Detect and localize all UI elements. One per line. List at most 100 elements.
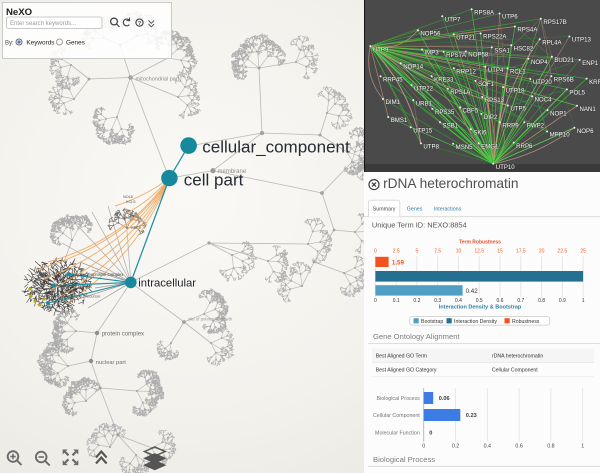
svg-text:ENP1: ENP1 [582,60,599,67]
svg-text:1: 1 [582,298,585,304]
svg-text:RPCA: RPCA [33,281,44,285]
svg-text:RPS8A: RPS8A [474,10,495,17]
svg-text:RRP45: RRP45 [383,77,403,84]
svg-text:BMS1: BMS1 [391,117,408,124]
svg-text:MSN5: MSN5 [456,144,474,151]
svg-text:nuclear part: nuclear part [96,360,126,366]
svg-text:0.8: 0.8 [547,443,554,449]
svg-text:site of polarized growth: site of polarized growth [188,317,233,322]
svg-text:0.4: 0.4 [484,443,491,449]
svg-text:membrane: membrane [218,169,247,175]
svg-text:UTP18: UTP18 [506,87,526,94]
svg-text:0.6: 0.6 [497,298,504,304]
svg-text:UTP4: UTP4 [488,67,504,74]
svg-text:RPS4A: RPS4A [517,27,538,34]
svg-text:Biological Process: Biological Process [373,455,435,464]
svg-text:15: 15 [497,249,503,255]
svg-text:NeXO: NeXO [6,7,33,18]
svg-text:0.9: 0.9 [559,298,566,304]
svg-text:Interaction Density: Interaction Density [454,319,497,325]
svg-text:SSB1: SSB1 [443,123,459,130]
svg-text:DIP2: DIP2 [484,114,498,121]
svg-text:intracellular: intracellular [138,277,196,289]
svg-text:0: 0 [422,443,425,449]
svg-text:RCL1: RCL1 [510,69,526,76]
svg-text:RPS7A: RPS7A [446,52,467,59]
svg-text:22.5: 22.5 [557,249,567,255]
svg-text:Biological Process: Biological Process [377,396,421,402]
svg-text:0.8: 0.8 [538,298,545,304]
svg-text:NOP6: NOP6 [577,128,594,135]
svg-text:0.42: 0.42 [466,288,479,295]
svg-text:POL5: POL5 [569,90,585,97]
svg-text:KCL5: KCL5 [126,200,136,204]
svg-text:NOP1: NOP1 [550,110,567,117]
svg-text:Keywords: Keywords [26,39,54,46]
svg-text:RPS35: RPS35 [435,109,455,116]
svg-text:UTP9: UTP9 [373,46,389,53]
svg-text:HSC82: HSC82 [514,46,534,53]
svg-text:Best Aligned GO Term: Best Aligned GO Term [376,354,427,360]
svg-text:RPS22A: RPS22A [483,34,507,41]
svg-text:0.5: 0.5 [476,298,483,304]
svg-text:0.7: 0.7 [517,298,524,304]
svg-text:RPS17B: RPS17B [543,19,566,26]
svg-text:rDNA heterochromatin: rDNA heterochromatin [492,354,543,360]
svg-text:MPP10: MPP10 [550,132,571,139]
svg-text:UTP5: UTP5 [510,106,526,113]
svg-text:Bootstrap: Bootstrap [421,319,443,325]
svg-text:1: 1 [581,443,584,449]
svg-text:20: 20 [539,249,545,255]
svg-text:0.23: 0.23 [466,413,477,419]
svg-text:0.06: 0.06 [439,396,450,402]
svg-text:UTP21: UTP21 [456,34,476,41]
svg-text:0.6: 0.6 [515,443,522,449]
svg-text:DIM1: DIM1 [386,99,401,106]
svg-text:UTP22: UTP22 [414,85,434,92]
svg-text:Robustness: Robustness [512,319,540,325]
svg-text:Interaction Density & Bootstra: Interaction Density & Bootstrap [439,304,522,310]
svg-text:protein complex: protein complex [102,332,144,338]
svg-text:BUD21: BUD21 [554,57,574,64]
svg-text:NOC4: NOC4 [535,97,553,104]
svg-text:Genes: Genes [407,207,423,213]
svg-text:10: 10 [456,249,462,255]
svg-text:PWP2: PWP2 [527,123,545,130]
svg-text:CBF5: CBF5 [463,108,479,115]
svg-text:Summary: Summary [373,207,396,213]
svg-text:cellular_component: cellular_component [202,138,350,157]
svg-text:ribonucleoprotein precursor: ribonucleoprotein precursor [52,294,101,299]
svg-text:0.3: 0.3 [434,298,441,304]
svg-text:RPL4A: RPL4A [542,39,562,46]
svg-text:UTP13: UTP13 [572,37,592,44]
svg-text:EMG1: EMG1 [481,144,499,151]
svg-text:URB1: URB1 [416,100,433,107]
svg-text:0: 0 [374,249,377,255]
svg-text:UTP7: UTP7 [445,16,461,23]
svg-text:CKB2: CKB2 [128,214,138,218]
svg-text:NOP58: NOP58 [468,52,489,59]
svg-text:NOL5: NOL5 [123,195,133,199]
svg-text:RPS1A: RPS1A [450,89,471,96]
svg-text:SOF1: SOF1 [478,81,495,88]
svg-text:Molecular Function: Molecular Function [375,430,420,436]
svg-text:12.5: 12.5 [474,249,484,255]
svg-text:Cellular Component: Cellular Component [492,368,538,374]
svg-text:NOP14: NOP14 [403,64,424,71]
svg-text:UTP8: UTP8 [423,144,439,151]
svg-text:RPS6B: RPS6B [554,77,574,84]
svg-text:UTP20: UTP20 [533,79,553,86]
svg-text:Best Aligned GO Category: Best Aligned GO Category [376,368,437,374]
svg-text:RRP9: RRP9 [502,123,519,130]
svg-text:0: 0 [429,430,432,436]
svg-text:rDNA heterochromatin: rDNA heterochromatin [383,176,518,191]
svg-text:RRP12: RRP12 [456,69,476,76]
svg-text:ribonucleoprotein complex: ribonucleoprotein complex [73,272,124,277]
svg-text:SSA1: SSA1 [494,47,510,54]
svg-text:mitochondrial part: mitochondrial part [136,77,180,83]
svg-text:By:: By: [5,40,14,46]
svg-text:IMP3: IMP3 [424,50,439,57]
svg-text:?: ? [138,21,141,27]
svg-text:5: 5 [416,249,419,255]
svg-text:RRP6: RRP6 [516,143,533,150]
